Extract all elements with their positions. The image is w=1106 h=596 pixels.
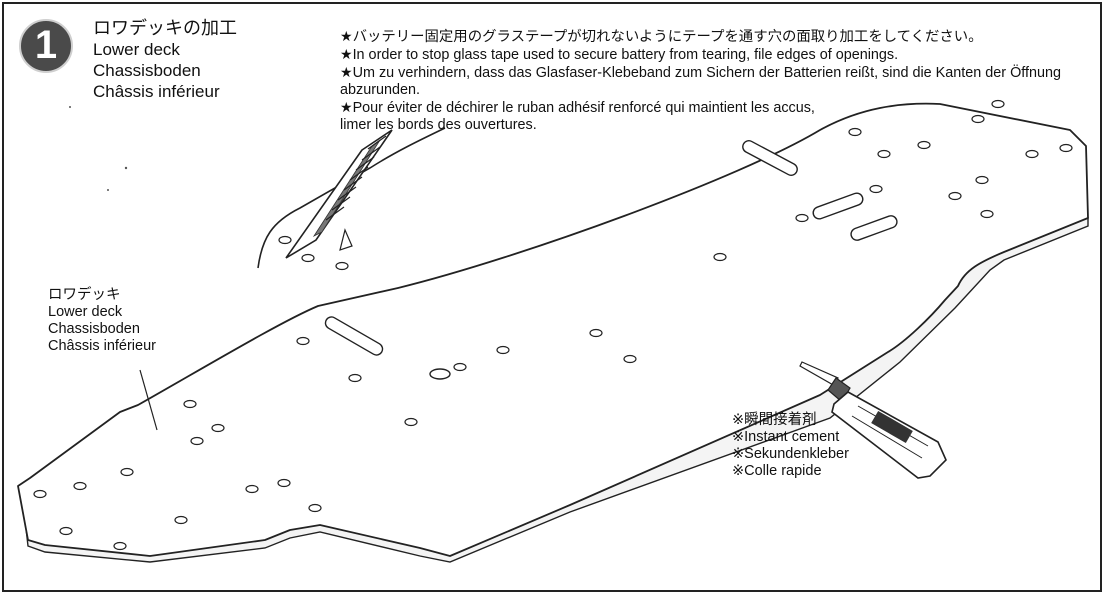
instruction-note: ★バッテリー固定用のグラステープが切れないようにテープを通す穴の面取り加工をして… (340, 28, 1085, 134)
deck-back-outline (257, 127, 446, 269)
instruction-fr: ★Pour éviter de déchirer le ruban adhési… (340, 99, 815, 133)
step-title: ロワデッキの加工 Lower deck Chassisboden Châssis… (93, 18, 237, 102)
scan-specks (69, 106, 128, 191)
cement-label-jp: ※瞬間接着剤 (732, 412, 817, 428)
part-label: ロワデッキ Lower deck Chassisboden Châssis in… (48, 287, 156, 355)
step-title-fr: Châssis inférieur (93, 82, 220, 101)
deck-holes (33, 99, 1073, 551)
part-label-jp: ロワデッキ (48, 287, 121, 303)
cement-label-de: ※Sekundenkleber (732, 446, 849, 462)
instruction-en: ★In order to stop glass tape used to sec… (340, 46, 899, 63)
file-tool-icon (285, 129, 393, 259)
slot-openings (324, 140, 898, 380)
cement-label-fr: ※Colle rapide (732, 463, 822, 479)
step-title-en: Lower deck (93, 40, 180, 59)
part-label-de: Chassisboden (48, 321, 140, 337)
part-label-fr: Châssis inférieur (48, 338, 156, 354)
instruction-jp: ★バッテリー固定用のグラステープが切れないようにテープを通す穴の面取り加工をして… (340, 28, 983, 45)
step-title-jp: ロワデッキの加工 (93, 18, 237, 38)
step-title-de: Chassisboden (93, 61, 201, 80)
step-number: 1 (34, 23, 58, 67)
cement-label: ※瞬間接着剤 ※Instant cement ※Sekundenkleber ※… (732, 412, 849, 480)
part-label-en: Lower deck (48, 304, 123, 320)
instruction-de: ★Um zu verhindern, dass das Glasfaser-Kl… (340, 64, 1062, 98)
cement-label-en: ※Instant cement (732, 429, 840, 445)
step-number-badge: 1 (19, 19, 73, 73)
part-label-leader (139, 369, 158, 431)
instant-cement-tube-icon (799, 361, 947, 479)
